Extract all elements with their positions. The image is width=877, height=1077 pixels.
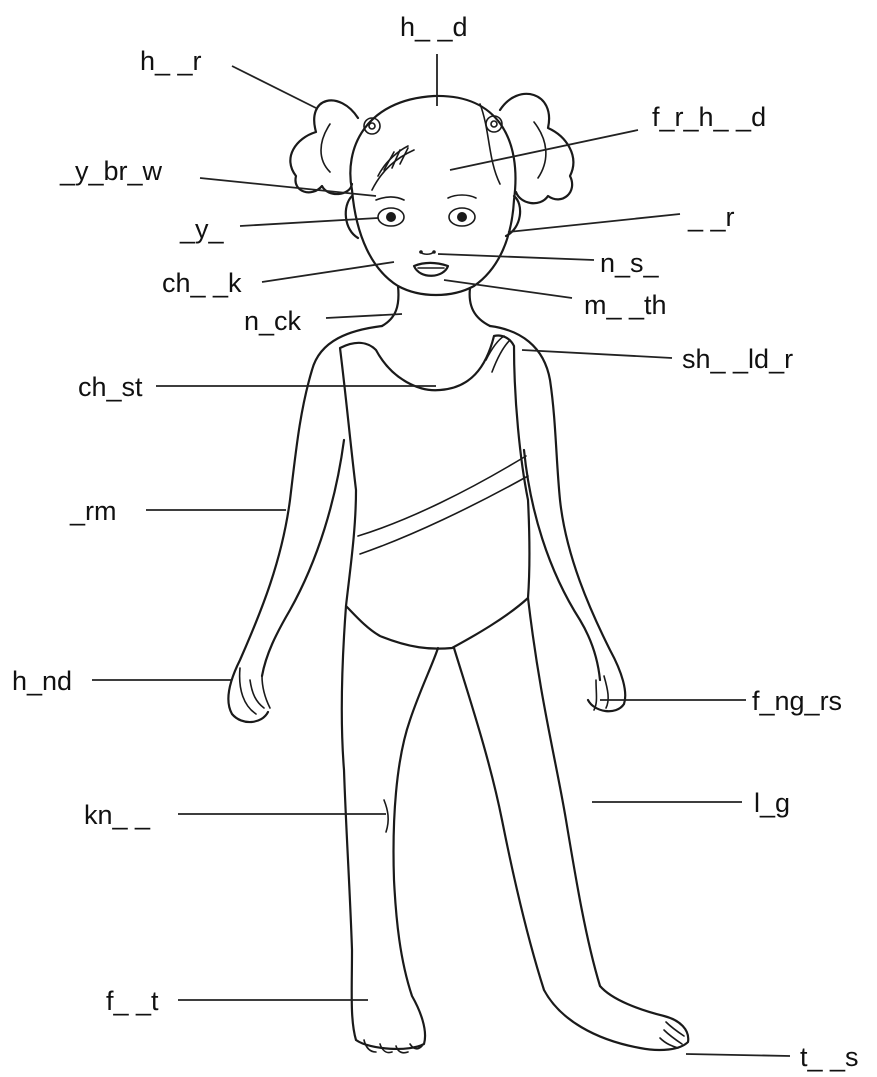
mouth-shape: [414, 263, 448, 276]
label-arm: _rm: [69, 496, 117, 526]
neck-left: [382, 286, 398, 326]
leader-ear: [508, 214, 680, 232]
right-leg: [454, 598, 688, 1050]
label-forehead: f_r_h_ _d: [652, 102, 766, 132]
label-toes: t_ _s: [800, 1042, 859, 1072]
label-head: h_ _d: [400, 12, 468, 42]
label-neck: n_ck: [244, 306, 302, 336]
labels: h_ _d h_ _r f_r_h_ _d _y_br_w _y_ _ _r n…: [12, 12, 859, 1072]
label-nose: n_s_: [600, 248, 660, 278]
label-knee: kn_ _: [84, 800, 151, 830]
left-pigtail: [290, 100, 358, 194]
leader-mouth: [444, 280, 572, 298]
label-eyebrow: _y_br_w: [59, 156, 163, 186]
leader-cheek: [262, 262, 394, 282]
label-shoulder: sh_ _ld_r: [682, 344, 793, 374]
girl-figure: [228, 94, 688, 1053]
label-cheek: ch_ _k: [162, 268, 242, 298]
leader-toes: [686, 1054, 790, 1056]
label-fingers: f_ng_rs: [752, 686, 842, 716]
leader-hair: [232, 66, 316, 108]
label-chest: ch_st: [78, 372, 143, 402]
right-arm: [490, 326, 625, 711]
neck-right: [470, 288, 490, 326]
label-leg: l_g: [754, 788, 790, 818]
leader-nose: [438, 254, 594, 260]
leader-shoulder: [522, 350, 672, 358]
label-hair: h_ _r: [140, 46, 202, 76]
right-eyebrow: [448, 195, 476, 198]
leader-lines: [92, 54, 790, 1056]
left-eyebrow: [376, 197, 404, 200]
swimsuit: [340, 335, 530, 648]
leader-neck: [326, 314, 402, 318]
label-mouth: m_ _th: [584, 290, 667, 320]
label-feet: f_ _t: [106, 986, 159, 1016]
label-eye: _y_: [179, 214, 225, 244]
left-leg: [342, 606, 438, 1049]
label-hand: h_nd: [12, 666, 72, 696]
label-ear: _ _r: [687, 202, 735, 232]
